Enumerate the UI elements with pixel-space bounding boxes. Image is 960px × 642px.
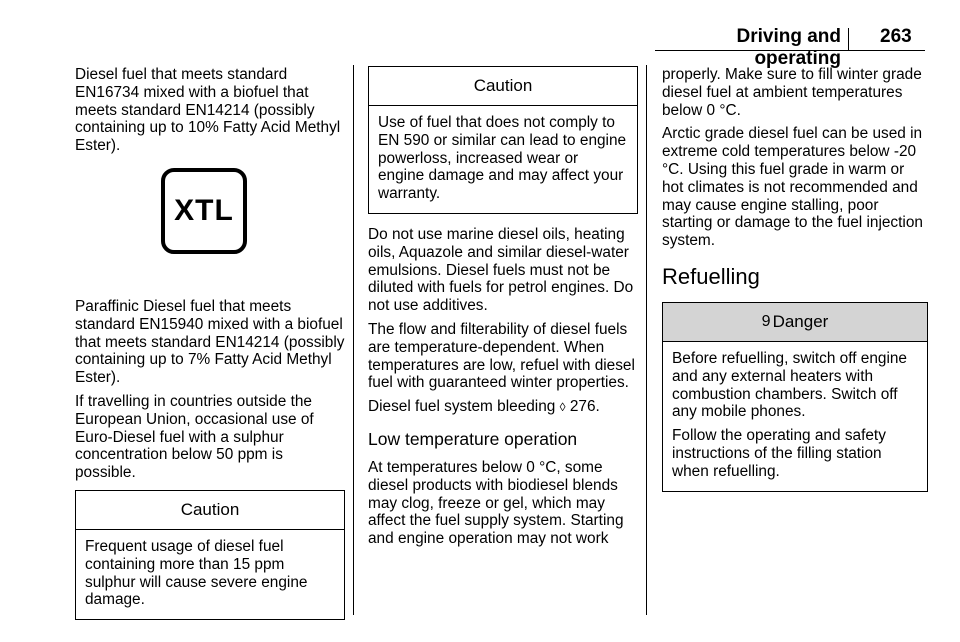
caution-box-sulphur: Caution Frequent usage of diesel fuel co… [75, 489, 345, 621]
header-underline [655, 50, 925, 51]
subheading-low-temperature: Low temperature operation [368, 428, 578, 449]
column-middle: Caution Use of fuel that does not comply… [368, 66, 638, 554]
column-divider-right [646, 65, 647, 615]
xtl-fuel-icon: XTL [161, 167, 247, 254]
paragraph-outside-eu: If travelling in countries outside the E… [75, 392, 314, 482]
danger-text-switch-off: Before refuelling, switch off engine and… [672, 349, 907, 421]
caution-text: Use of fuel that does not comply to EN 5… [378, 114, 627, 203]
header-divider [848, 28, 849, 50]
bleeding-page-ref[interactable]: 276. [569, 398, 600, 416]
caution-text: Frequent usage of diesel fuel containing… [85, 537, 308, 609]
xtl-symbol-area: XTL [75, 161, 345, 293]
section-heading-refuelling: Refuelling [662, 263, 760, 289]
column-divider-left [353, 65, 354, 615]
paragraph-en16734: Diesel fuel that meets standard EN16734 … [75, 66, 341, 155]
paragraph-bleeding: Diesel fuel system bleeding ◊ 276. [368, 398, 638, 417]
bleeding-text: Diesel fuel system bleeding [368, 398, 556, 416]
paragraph-marine-oils: Do not use marine diesel oils, heating o… [368, 225, 634, 315]
paragraph-clog: At temperatures below 0 °C, some diesel … [368, 458, 624, 548]
paragraph-en15940: Paraffinic Diesel fuel that meets standa… [75, 297, 345, 387]
danger-title: Danger [772, 312, 829, 332]
paragraph-temperature: The flow and filterability of diesel fue… [368, 320, 635, 392]
column-left: Diesel fuel that meets standard EN16734 … [75, 66, 345, 632]
page-number: 263 [880, 26, 912, 47]
page-header-title: Driving and operating [736, 26, 841, 69]
caution-box-en590: Caution Use of fuel that does not comply… [368, 66, 638, 214]
paragraph-arctic-grade: Arctic grade diesel fuel can be used in … [662, 125, 923, 250]
caution-title: Caution [369, 67, 637, 106]
xtl-label: XTL [174, 194, 234, 228]
column-right: properly. Make sure to fill winter grade… [662, 66, 928, 504]
page-ref-arrow-icon: ◊ [559, 400, 566, 415]
danger-text-instructions: Follow the operating and safety instruct… [672, 427, 886, 480]
caution-title: Caution [76, 491, 344, 530]
paragraph-winter-grade: properly. Make sure to fill winter grade… [662, 66, 922, 119]
warning-triangle-icon: 9 [761, 313, 771, 331]
